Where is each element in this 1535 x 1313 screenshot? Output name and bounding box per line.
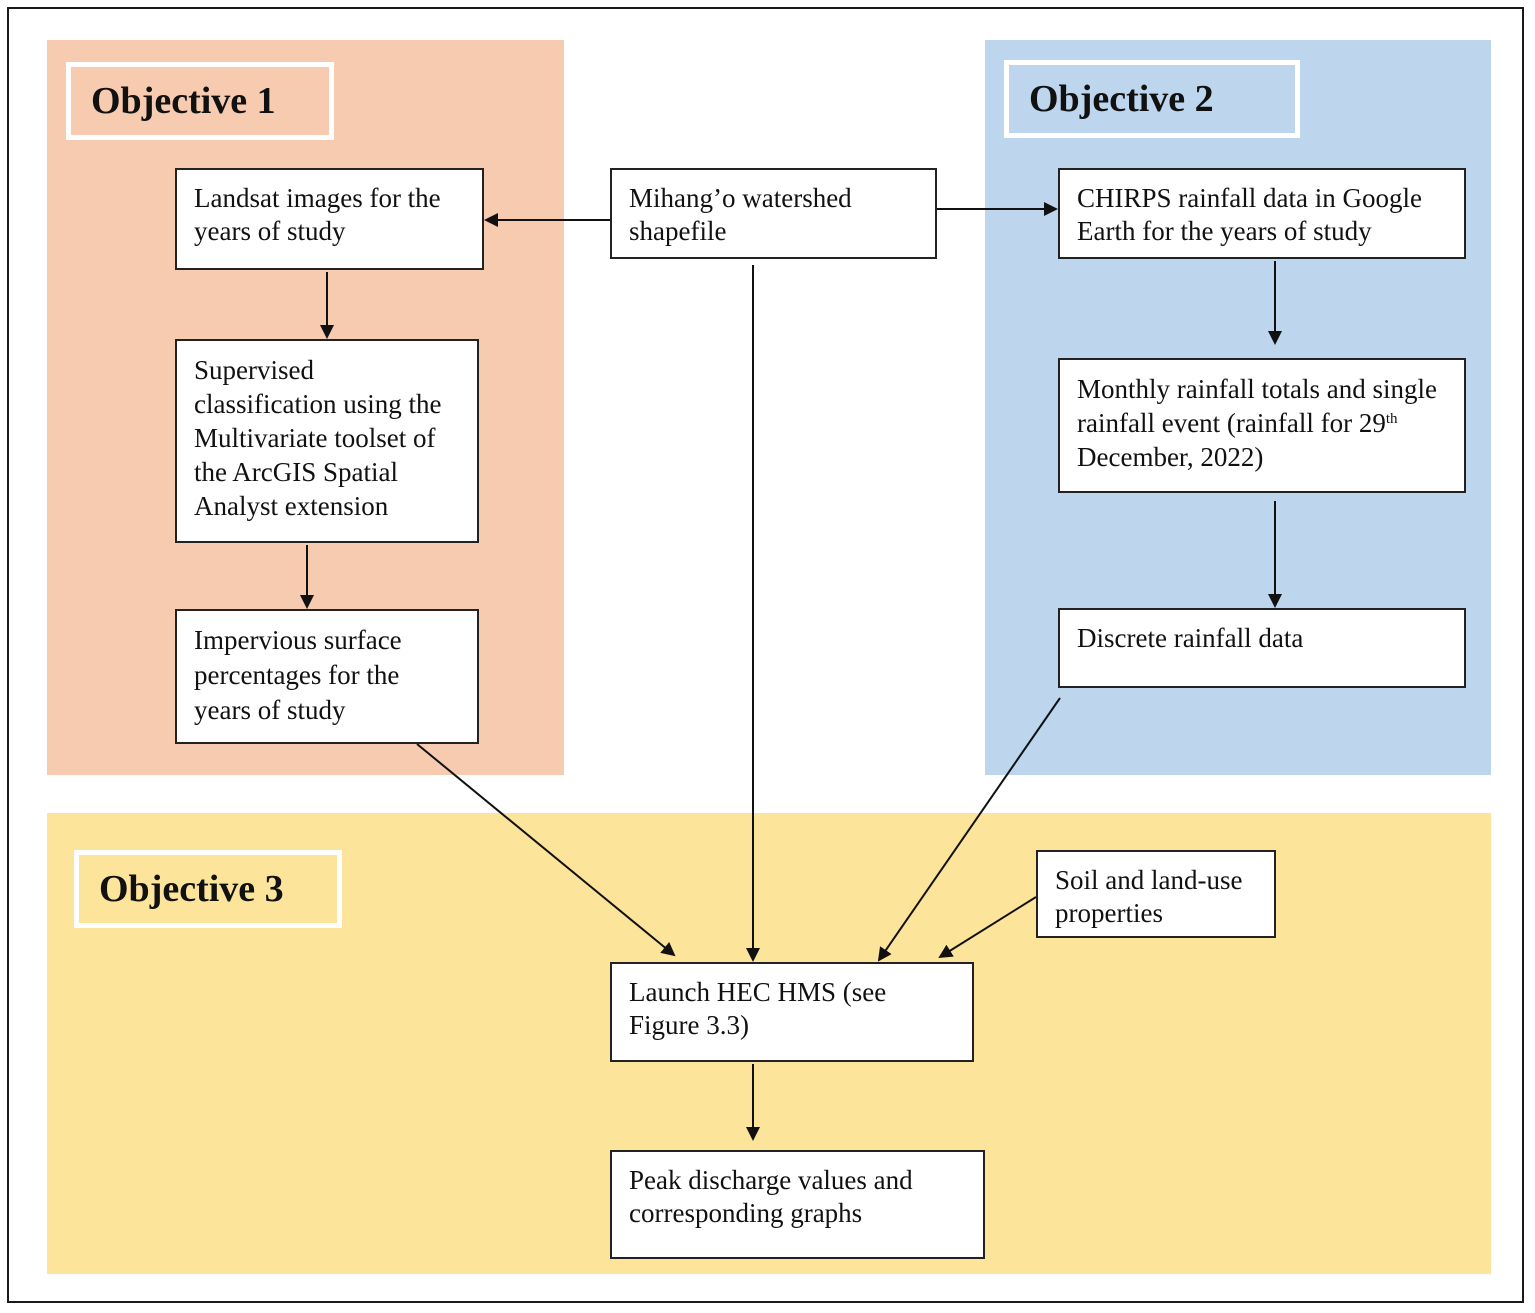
arrow-soil-to-launch: [938, 896, 1037, 959]
watershed-shapefile-box: Mihang’o watershed shapefile: [610, 168, 937, 259]
impervious-surface-box: Impervious surface percentages for the y…: [175, 609, 479, 744]
peak-discharge-box: Peak discharge values and corresponding …: [610, 1150, 985, 1259]
launch-hec-hms-box: Launch HEC HMS (see Figure 3.3): [610, 962, 974, 1062]
objective-3-title: Objective 3: [74, 850, 342, 928]
arrow-impervious-to-launch: [416, 743, 676, 957]
monthly-rainfall-box: Monthly rainfall totals and single rainf…: [1058, 358, 1466, 493]
chirps-rainfall-box: CHIRPS rainfall data in Google Earth for…: [1058, 168, 1466, 259]
arrow-discrete-to-launch: [877, 697, 1061, 962]
objective-2-title: Objective 2: [1004, 60, 1300, 138]
soil-land-use-box: Soil and land-use properties: [1036, 850, 1276, 938]
objective-1-title: Objective 1: [66, 62, 334, 140]
diagram-frame: [7, 7, 1524, 1303]
monthly-rainfall-text: Monthly rainfall totals and single rainf…: [1077, 374, 1437, 438]
landsat-images-box: Landsat images for the years of study: [175, 168, 484, 270]
supervised-classification-box: Supervised classification using the Mult…: [175, 339, 479, 543]
monthly-rainfall-date: December, 2022): [1077, 442, 1264, 472]
monthly-rainfall-ordinal: th: [1385, 411, 1398, 427]
discrete-rainfall-box: Discrete rainfall data: [1058, 608, 1466, 688]
